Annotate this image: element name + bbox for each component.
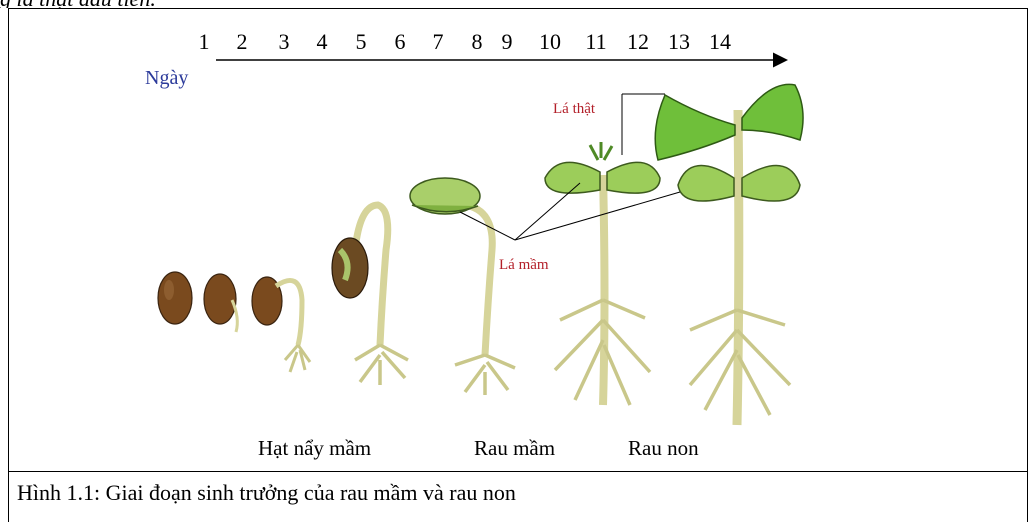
stage-young: Rau non (628, 436, 699, 460)
cotyledon-label: Lá mầm (499, 257, 549, 273)
day-number: 12 (627, 29, 649, 54)
day-number: 4 (317, 29, 328, 54)
day-number: 3 (279, 29, 290, 54)
day-number: 10 (539, 29, 561, 54)
stage-germination: Hạt nẩy mầm (258, 436, 371, 460)
day-number: 5 (356, 29, 367, 54)
day-number: 14 (709, 29, 731, 54)
day-number: 7 (433, 29, 444, 54)
stage-sprout: Rau mầm (474, 436, 555, 460)
true-leaf-label: Lá thật (553, 101, 596, 117)
seed-3 (252, 277, 310, 372)
day-number: 11 (585, 29, 606, 54)
seedling-5 (410, 178, 515, 395)
day-number: 2 (237, 29, 248, 54)
day-number: 13 (668, 29, 690, 54)
day-number: 8 (472, 29, 483, 54)
seedling-6 (545, 142, 660, 405)
seedling-7 (655, 84, 803, 425)
day-number: 6 (395, 29, 406, 54)
seed-2 (204, 274, 237, 332)
day-label: Ngày (145, 67, 188, 89)
seedling-4 (332, 205, 408, 385)
day-number: 1 (199, 29, 210, 54)
seed-1 (158, 272, 192, 324)
day-number: 9 (502, 29, 513, 54)
